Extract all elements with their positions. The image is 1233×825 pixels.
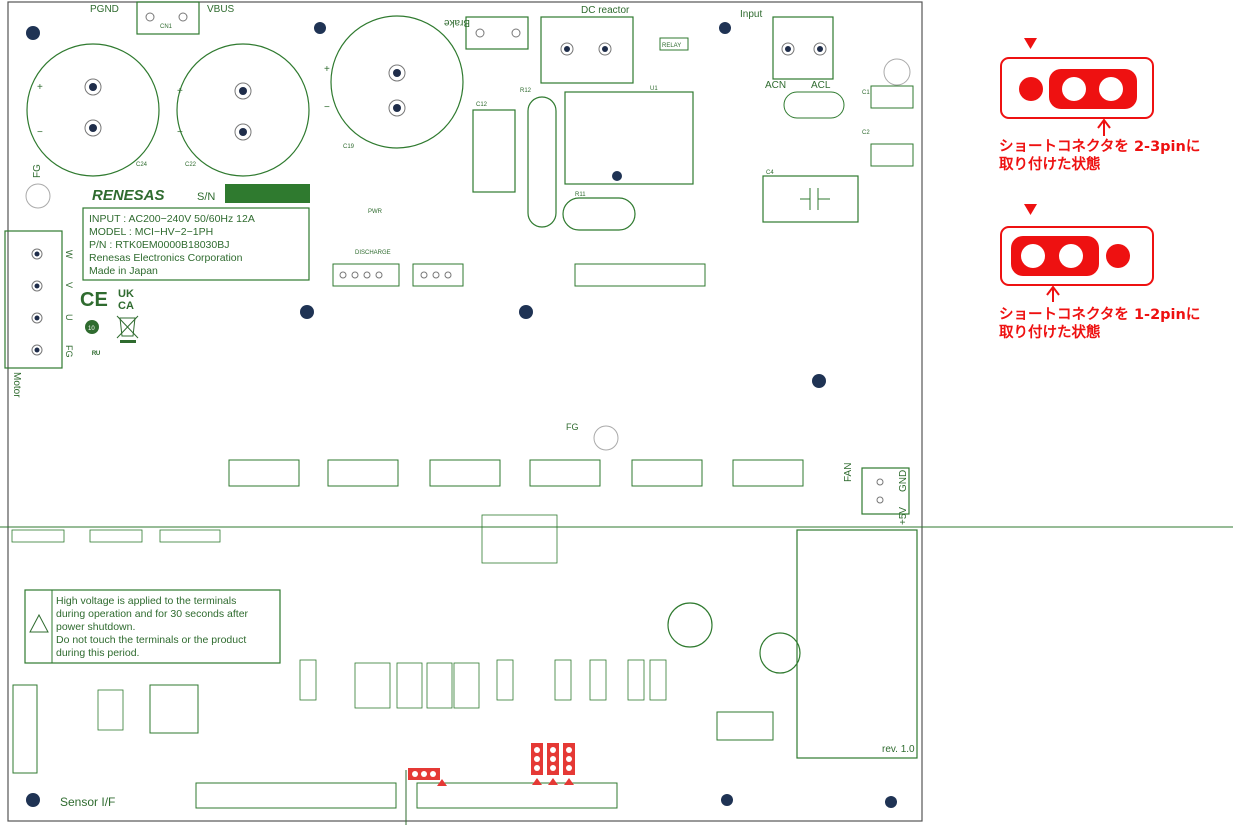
discharge-label: DISCHARGE	[355, 250, 391, 256]
gnd-label: GND	[898, 470, 909, 492]
motor-label: Motor	[11, 372, 22, 398]
svg-text:+: +	[324, 64, 330, 75]
rating-line-4: Renesas Electronics Corporation	[89, 252, 243, 264]
acn-label: ACN	[765, 80, 786, 91]
svg-text:+: +	[37, 82, 43, 93]
svg-text:C22: C22	[185, 162, 197, 168]
svg-text:R12: R12	[520, 88, 532, 94]
legend-12-caption-1: ショートコネクタを 1-2pinに	[999, 307, 1201, 323]
ukca-mark-bottom: CA	[118, 300, 134, 312]
rating-line-3: P/N : RTK0EM0000B18030BJ	[89, 239, 229, 251]
svg-text:C1: C1	[862, 90, 870, 96]
fiducial	[25, 183, 51, 209]
c10-mark: 10	[88, 326, 95, 332]
warning-line-3: power shutdown.	[56, 621, 135, 633]
input-label: Input	[740, 9, 762, 20]
u24-header	[12, 684, 38, 774]
fan-label: FAN	[843, 463, 854, 482]
l1-inductor	[667, 602, 713, 648]
u1-module	[564, 91, 694, 185]
legend-23-caption-1: ショートコネクタを 2-3pinに	[999, 139, 1201, 155]
pwr-label: PWR	[368, 209, 383, 215]
rating-line-2: MODEL : MCI−HV−2−1PH	[89, 226, 213, 238]
cn10-header	[416, 782, 618, 809]
motor-pin-u: U	[64, 314, 74, 321]
plus5v-label: +5V	[898, 507, 909, 525]
rating-line-5: Made in Japan	[89, 265, 158, 277]
pgnd-label: PGND	[90, 4, 119, 15]
svg-text:+: +	[177, 86, 183, 97]
svg-text:C2: C2	[862, 130, 870, 136]
rating-line-1: INPUT : AC200−240V 50/60Hz 12A	[89, 213, 255, 225]
cn2-dc-reactor	[540, 16, 634, 84]
acl-label: ACL	[811, 80, 831, 91]
dc-reactor-label: DC reactor	[581, 5, 630, 16]
pin1-marker-icon	[1024, 38, 1037, 49]
weee-bin-icon	[116, 315, 139, 343]
motor-pin-w: W	[64, 250, 74, 259]
fg-label-mid: FG	[566, 422, 579, 432]
svg-text:−: −	[177, 127, 183, 138]
hv-warning-box	[24, 589, 281, 664]
warning-line-5: during this period.	[56, 647, 139, 659]
board-outline	[7, 1, 923, 822]
svg-text:C24: C24	[136, 162, 148, 168]
arrow-up-icon-2	[1046, 285, 1060, 296]
legend-jumper-23	[1000, 38, 1154, 136]
cn4-input	[772, 16, 834, 80]
ukca-mark-top: UK	[118, 288, 134, 300]
legend-23-caption-2: 取り付けた状態	[999, 157, 1101, 173]
cn5-fan-connector	[861, 467, 910, 515]
svg-text:−: −	[324, 102, 330, 113]
recycle-10-icon	[85, 320, 99, 334]
rating-label-box	[82, 207, 310, 281]
u2-module	[796, 529, 918, 759]
smd-components	[11, 514, 667, 731]
fg-label-left: FG	[32, 164, 43, 178]
cn1-pgnd-vbus	[136, 1, 200, 35]
brake-label: Brake	[443, 17, 470, 28]
motor-pin-fg: FG	[64, 345, 74, 358]
vbus-label: VBUS	[207, 4, 235, 15]
svg-text:U1: U1	[650, 86, 658, 92]
power-transistors	[228, 263, 804, 487]
high-voltage-icon	[29, 613, 49, 633]
electrolytic-capacitors: + − C24 + − C22 + − C19	[26, 15, 464, 177]
legend-jumper-12	[1000, 204, 1154, 302]
ce-mark: CE	[80, 289, 108, 311]
renesas-logo: RENESAS	[92, 187, 165, 204]
jumper-highlights	[408, 743, 575, 786]
svg-text:−: −	[37, 127, 43, 138]
legend-12-caption-2: 取り付けた状態	[999, 325, 1101, 341]
svg-text:CN1: CN1	[160, 24, 173, 30]
motor-pin-v: V	[64, 282, 74, 288]
serial-number-box	[225, 184, 310, 203]
cn9-header	[195, 782, 397, 809]
warning-line-2: during operation and for 30 seconds afte…	[56, 608, 249, 620]
ul-mark: ᴿᵁ	[92, 349, 100, 359]
svg-text:C12: C12	[476, 102, 488, 108]
sn-label: S/N	[197, 191, 215, 203]
svg-text:R11: R11	[575, 192, 586, 198]
relay-label: RELAY	[662, 43, 681, 49]
arrow-up-icon	[1097, 118, 1111, 129]
mounting-holes	[26, 22, 897, 808]
warning-line-1: High voltage is applied to the terminals	[56, 595, 236, 607]
sensor-if-label: Sensor I/F	[60, 795, 115, 809]
svg-text:C19: C19	[343, 144, 355, 150]
cn3-brake	[465, 16, 529, 50]
c123-capacitor	[759, 632, 801, 674]
cn6-motor-connector	[4, 230, 63, 369]
rev-label: rev. 1.0	[882, 744, 915, 755]
warning-line-4: Do not touch the terminals or the produc…	[56, 634, 246, 646]
pin1-marker-icon-2	[1024, 204, 1037, 215]
svg-text:C4: C4	[766, 170, 774, 176]
